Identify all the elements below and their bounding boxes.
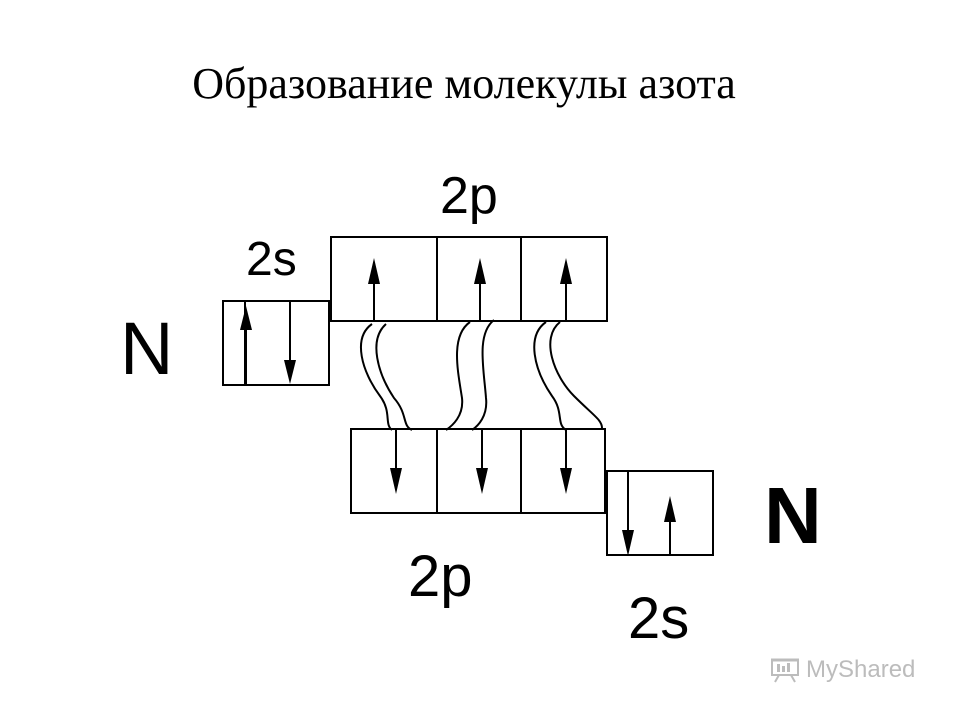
- up-arrow-icon: [240, 306, 252, 384]
- bottom-2p-orbitals: [350, 428, 606, 514]
- down-arrow-icon: [476, 430, 488, 494]
- projector-screen-icon: [771, 658, 799, 683]
- up-arrow-icon: [560, 258, 572, 320]
- top-2s-label: 2s: [246, 233, 297, 286]
- orbital-cell: [520, 236, 608, 322]
- up-arrow-icon: [368, 258, 380, 320]
- bottom-2s-label: 2s: [628, 586, 690, 651]
- bottom-2p-label: 2p: [408, 544, 473, 609]
- down-arrow-icon: [284, 302, 296, 384]
- bottom-atom-symbol: N: [764, 471, 822, 560]
- watermark: MyShared: [770, 656, 915, 684]
- page-title: Образование молекулы азота: [192, 59, 736, 108]
- bond-curves: [359, 319, 603, 431]
- orbital-cell: [606, 470, 714, 556]
- down-arrow-icon: [390, 430, 402, 494]
- down-arrow-icon: [560, 430, 572, 494]
- top-2p-label: 2p: [440, 167, 498, 225]
- down-arrow-icon: [622, 472, 634, 556]
- watermark-text: MyShared: [806, 656, 916, 683]
- bottom-2s-orbital: [606, 470, 714, 556]
- top-atom-symbol: N: [120, 307, 174, 390]
- up-arrow-icon: [474, 258, 486, 320]
- up-arrow-icon: [664, 496, 676, 554]
- orbital-cell: [520, 428, 606, 514]
- top-2p-orbitals: [330, 236, 608, 322]
